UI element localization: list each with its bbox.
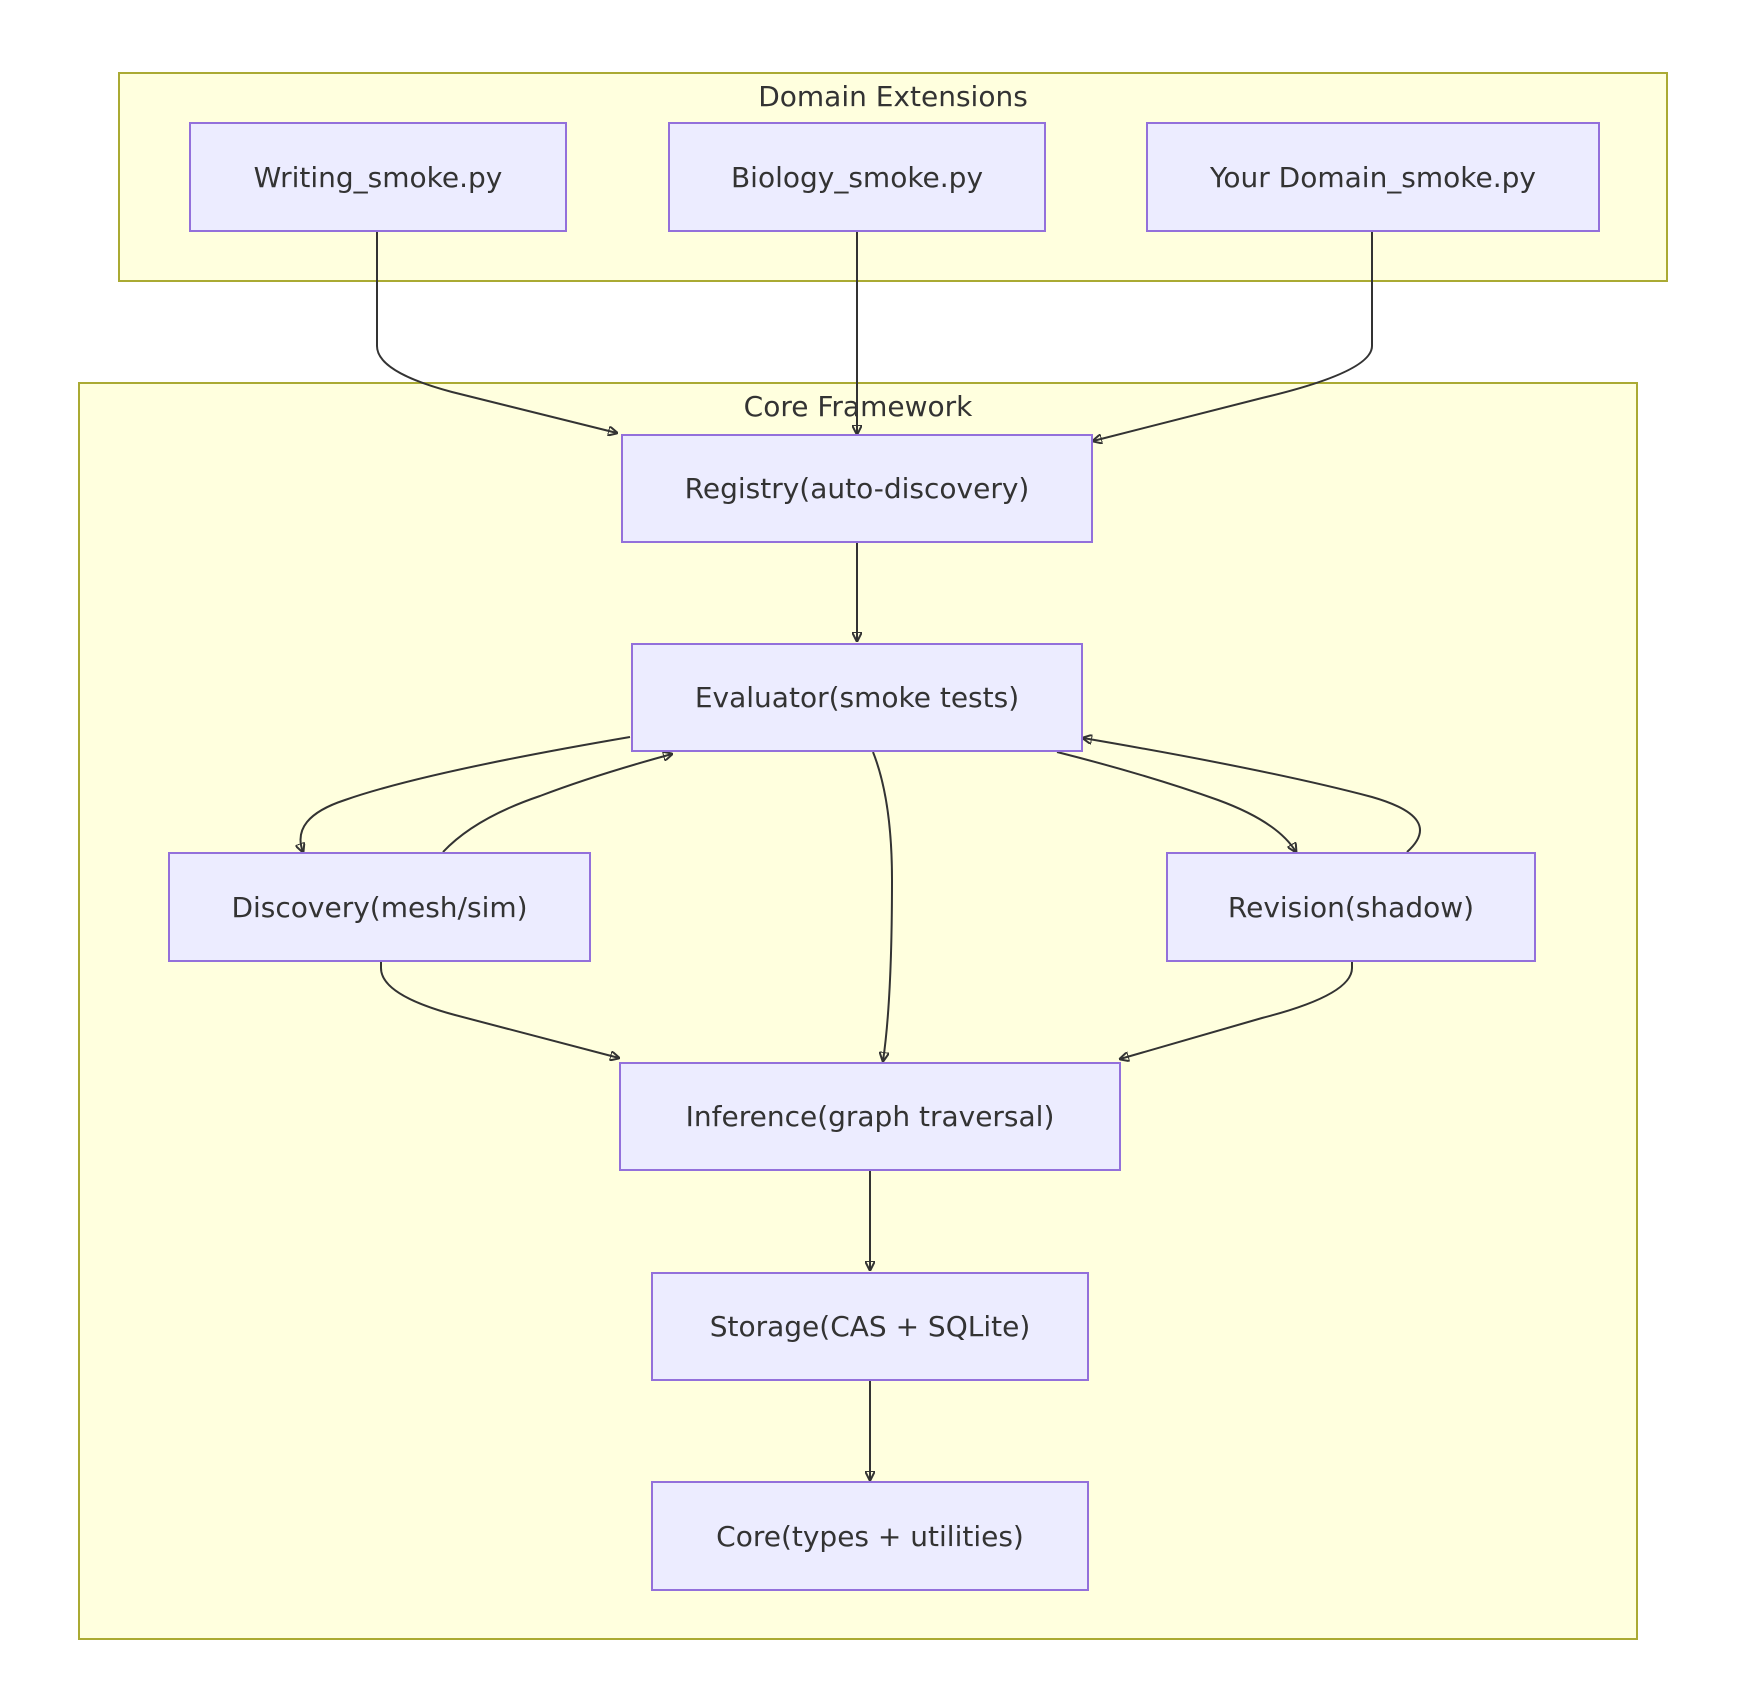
node-label: Biology_smoke.py (730, 160, 984, 194)
cluster-label-domain-extensions: Domain Extensions (758, 80, 1028, 113)
node-revision[interactable]: Revision(shadow) (1166, 852, 1536, 962)
node-biology-smoke[interactable]: Biology_smoke.py (668, 122, 1046, 232)
edge-yourdomain-to-registry (1093, 232, 1373, 441)
node-registry[interactable]: Registry(auto-discovery) (621, 434, 1093, 543)
node-label: Discovery(mesh/sim) (231, 890, 528, 924)
node-inference[interactable]: Inference(graph traversal) (619, 1062, 1121, 1171)
node-your-domain-smoke[interactable]: Your Domain_smoke.py (1146, 122, 1600, 232)
node-storage[interactable]: Storage(CAS + SQLite) (651, 1272, 1089, 1381)
edge-evaluator-to-inference (872, 751, 894, 1061)
edge-revision-to-inference (1120, 962, 1353, 1059)
node-writing-smoke[interactable]: Writing_smoke.py (189, 122, 567, 232)
node-label: Revision(shadow) (1227, 890, 1475, 924)
node-label: Core(types + utilities) (716, 1519, 1024, 1553)
edge-revision-to-evaluator (1083, 738, 1421, 853)
edge-evaluator-to-revision (1056, 751, 1296, 852)
node-label: Storage(CAS + SQLite) (709, 1310, 1031, 1343)
node-label: Writing_smoke.py (253, 160, 503, 194)
edge-writing-to-registry (376, 232, 617, 433)
node-evaluator[interactable]: Evaluator(smoke tests) (631, 643, 1083, 752)
edge-evaluator-to-discovery (301, 736, 631, 852)
edge-discovery-to-inference (380, 962, 619, 1058)
node-discovery[interactable]: Discovery(mesh/sim) (168, 852, 591, 962)
edge-discovery-to-evaluator (442, 754, 672, 853)
node-label: Evaluator(smoke tests) (694, 681, 1020, 714)
node-label: Your Domain_smoke.py (1209, 160, 1536, 194)
node-core[interactable]: Core(types + utilities) (651, 1481, 1089, 1591)
node-label: Inference(graph traversal) (685, 1100, 1055, 1133)
node-label: Registry(auto-discovery) (684, 472, 1030, 505)
